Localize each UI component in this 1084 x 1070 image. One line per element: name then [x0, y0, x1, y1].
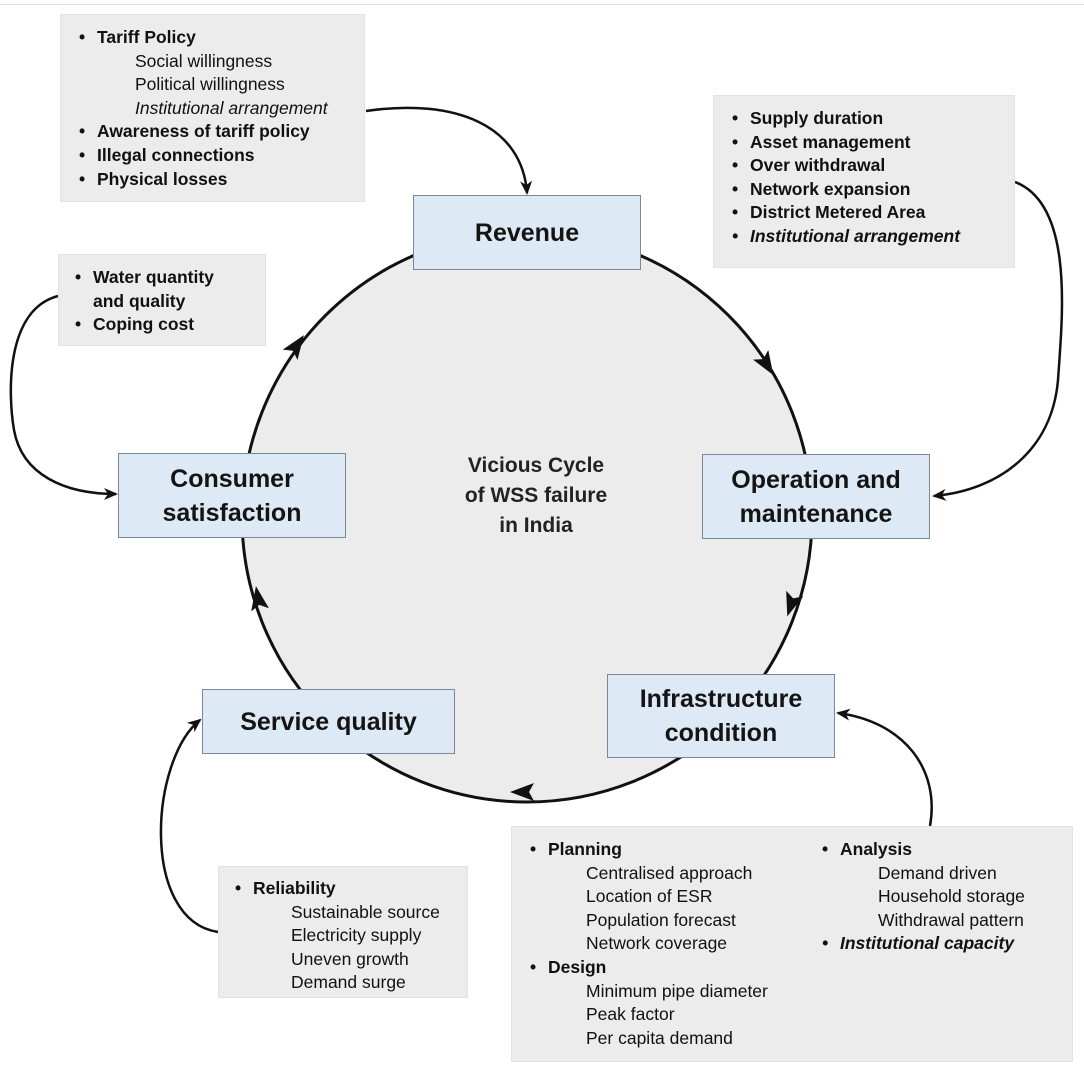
factor-item: Reliability Sustainable source Electrici…: [235, 877, 459, 995]
factor-subitem: Centralised approach: [586, 862, 753, 883]
node-label: maintenance: [739, 499, 893, 528]
factor-subitem: Institutional arrangement: [135, 97, 328, 118]
revenue-factors-box: Tariff Policy Social willingness Politic…: [60, 14, 365, 202]
factor-label: Planning: [548, 839, 622, 859]
om-factors-box: Supply duration Asset management Over wi…: [713, 95, 1015, 268]
factor-item: Tariff Policy Social willingness Politic…: [79, 26, 354, 120]
factor-item: Illegal connections: [79, 144, 354, 168]
factor-item: Institutional capacity: [822, 932, 1067, 956]
arrow-tariff-to-revenue: [365, 106, 533, 195]
consumer-factors-box: Water quantity and quality Coping cost: [58, 254, 266, 346]
center-title-line: in India: [499, 514, 573, 537]
factor-label: and quality: [93, 290, 186, 311]
cycle-arrowhead-left: [251, 586, 269, 612]
node-label: Service quality: [240, 707, 417, 736]
center-title: Vicious Cycle of WSS failure in India: [426, 451, 646, 541]
node-consumer-satisfaction: Consumer satisfaction: [118, 453, 346, 538]
factor-subitem: Minimum pipe diameter: [586, 980, 768, 1001]
factor-item: Network expansion: [732, 178, 1004, 202]
node-label: satisfaction: [162, 498, 302, 527]
node-label: Consumer: [170, 464, 294, 493]
factor-label: Water quantity: [93, 267, 214, 287]
cycle-arrowhead-upper-right: [753, 350, 774, 376]
arrow-consumer-factors-to-consumer: [9, 294, 118, 500]
factor-subitem: Demand driven: [878, 862, 997, 883]
infra-factors-left-column: Planning Centralised approach Location o…: [530, 838, 810, 1050]
factor-item: Asset management: [732, 131, 1004, 155]
factor-subitem: Location of ESR: [586, 886, 713, 907]
factor-subitem: Sustainable source: [291, 901, 440, 922]
factor-label: Tariff Policy: [97, 27, 196, 47]
cycle-arrowhead-upper-left: [282, 335, 304, 360]
factor-item: Supply duration: [732, 107, 1004, 131]
node-label: Infrastructure: [639, 685, 803, 713]
factor-subitem: Electricity supply: [291, 925, 422, 946]
factor-item: Institutional arrangement: [732, 225, 1004, 249]
service-factors-box: Reliability Sustainable source Electrici…: [218, 866, 468, 998]
factor-item: Coping cost: [75, 313, 257, 337]
factor-subitem: Withdrawal pattern: [878, 909, 1024, 930]
factor-subitem: Network coverage: [586, 933, 728, 954]
node-label: Operation and: [731, 465, 901, 494]
factor-subitem: Per capita demand: [586, 1027, 733, 1048]
factor-item: Awareness of tariff policy: [79, 120, 354, 144]
factor-subitem: Social willingness: [135, 50, 273, 71]
factor-item: Design Minimum pipe diameter Peak factor…: [530, 956, 810, 1050]
factor-item: Over withdrawal: [732, 154, 1004, 178]
factor-subitem: Demand surge: [291, 972, 406, 993]
arrow-om-factors-to-operation: [932, 180, 1064, 501]
factor-item: Analysis Demand driven Household storage…: [822, 838, 1067, 932]
factor-subitem: Political willingness: [135, 74, 285, 95]
node-revenue: Revenue: [413, 195, 641, 270]
node-operation-maintenance: Operation and maintenance: [702, 454, 930, 539]
center-title-line: Vicious Cycle: [467, 454, 605, 477]
factor-item: District Metered Area: [732, 201, 1004, 225]
cycle-arrowhead-bottom: [510, 783, 534, 801]
factor-subitem: Population forecast: [586, 909, 736, 930]
infra-factors-right-column: Analysis Demand driven Household storage…: [822, 838, 1067, 956]
factor-subitem: Uneven growth: [291, 948, 409, 969]
node-label: Revenue: [474, 218, 580, 247]
factor-label: Design: [548, 956, 607, 977]
node-infrastructure-condition: Infrastructure condition: [607, 674, 835, 758]
node-service-quality: Service quality: [202, 689, 455, 754]
factor-subitem: Peak factor: [586, 1004, 675, 1025]
factor-item: Planning Centralised approach Location o…: [530, 838, 810, 956]
arrow-service-factors-to-service: [159, 718, 219, 934]
factor-label: Reliability: [253, 878, 336, 898]
center-title-line: of WSS failure: [464, 484, 608, 507]
infra-factors-box: Planning Centralised approach Location o…: [511, 826, 1073, 1062]
top-divider: [0, 4, 1084, 5]
factor-label: Analysis: [840, 839, 912, 859]
arrow-infra-factors-to-infrastructure: [836, 708, 933, 827]
factor-subitem: Household storage: [878, 886, 1025, 907]
factor-item: Physical losses: [79, 168, 354, 192]
cycle-arrowhead-right: [786, 590, 804, 617]
factor-item: Water quantity and quality: [75, 266, 257, 313]
node-label: condition: [664, 719, 778, 747]
